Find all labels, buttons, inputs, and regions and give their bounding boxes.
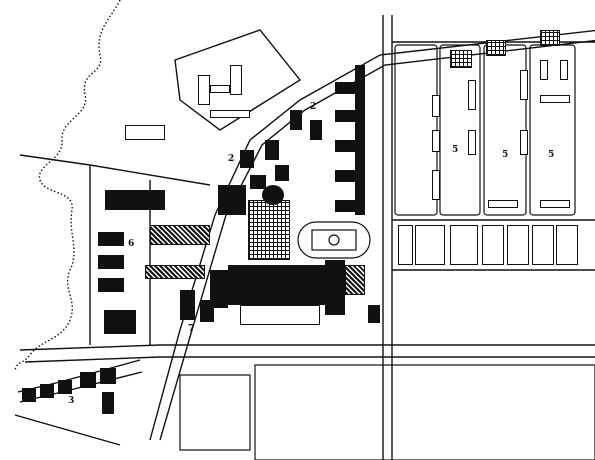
stadium-track <box>297 221 371 259</box>
central-building <box>228 265 328 305</box>
block-building <box>486 40 506 56</box>
block-building <box>468 80 476 110</box>
diagonal-avenue-edge <box>159 39 595 441</box>
main-horizontal-road-edge <box>24 356 595 363</box>
diagonal-avenue <box>149 29 595 441</box>
row-building <box>415 225 445 265</box>
block-building <box>468 130 476 155</box>
southwest-building <box>100 368 116 384</box>
central-complex <box>248 200 290 260</box>
west-building <box>145 265 205 279</box>
residential-building <box>250 175 266 189</box>
zone-label-6: 6 <box>128 239 135 249</box>
west-building <box>150 225 210 245</box>
row-building <box>556 225 578 265</box>
zone-label-5-b: 5 <box>502 150 509 160</box>
campus-building <box>198 75 210 105</box>
central-building <box>218 185 246 215</box>
residential-building <box>275 165 289 181</box>
row-building <box>450 225 478 265</box>
block-building <box>520 70 528 100</box>
block-building <box>540 200 570 208</box>
south-yard <box>179 374 251 451</box>
row-building <box>482 225 504 265</box>
west-building <box>200 300 214 322</box>
block-building <box>540 30 560 46</box>
zone-label-2-north: 2 <box>310 102 317 112</box>
road-west-connector <box>89 164 211 186</box>
west-building <box>125 125 165 140</box>
residential-building <box>265 140 279 160</box>
block-building <box>540 60 548 80</box>
campus-building <box>210 85 230 93</box>
row-building <box>507 225 529 265</box>
west-building <box>105 190 165 210</box>
central-building <box>345 265 365 295</box>
east-block-b <box>439 44 481 216</box>
road-west-connector-edge <box>19 154 91 166</box>
west-building <box>98 255 124 269</box>
central-building <box>368 305 380 323</box>
main-horizontal-road <box>19 344 595 351</box>
row-building <box>398 225 413 265</box>
block-building <box>520 130 528 155</box>
campus-loop <box>174 29 302 131</box>
west-building <box>104 310 136 334</box>
residential-building <box>240 150 254 168</box>
zone-label-5-c: 5 <box>548 150 555 160</box>
stadium-center <box>328 234 340 246</box>
residential-building <box>355 65 365 215</box>
southwest-building <box>58 380 72 394</box>
row-building <box>532 225 554 265</box>
southwest-building <box>80 372 96 388</box>
central-building <box>210 270 228 308</box>
south-yard-east <box>254 364 595 460</box>
zone-label-5-a: 5 <box>452 145 459 155</box>
residential-building <box>310 120 322 140</box>
southwest-road <box>14 414 121 446</box>
stadium-field <box>311 229 357 251</box>
campus-building <box>230 65 242 95</box>
block-building <box>488 200 518 208</box>
zone-label-7: 7 <box>188 324 195 334</box>
east-block-a <box>394 44 438 216</box>
west-building <box>98 278 124 292</box>
block-building <box>432 170 440 200</box>
southwest-building <box>40 384 54 398</box>
block-building <box>432 130 440 152</box>
residential-building <box>290 110 302 130</box>
zone-label-2-central: 2 <box>228 154 235 164</box>
coastline <box>14 0 121 371</box>
block-building <box>560 60 568 80</box>
southwest-building <box>102 392 114 414</box>
southwest-building <box>22 388 36 402</box>
central-building <box>325 260 345 315</box>
block-building <box>432 95 440 117</box>
campus-building <box>210 110 250 118</box>
zone-label-3: 3 <box>68 396 75 406</box>
east-block-d <box>529 44 576 216</box>
west-building <box>180 290 195 320</box>
central-building <box>240 305 320 325</box>
west-building <box>98 232 124 246</box>
block-building <box>540 95 570 103</box>
zone-label-2-south: 2 <box>108 407 115 417</box>
block-building <box>450 50 472 68</box>
central-tower <box>262 185 284 205</box>
